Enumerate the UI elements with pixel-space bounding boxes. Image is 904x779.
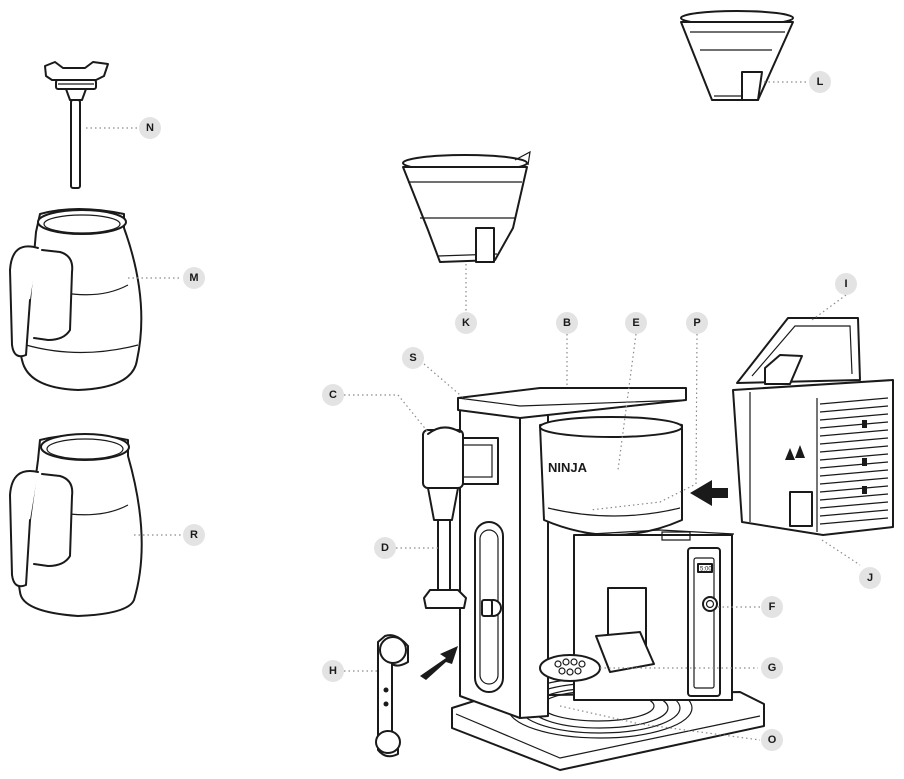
label-d: D: [374, 537, 396, 559]
label-s: S: [402, 347, 424, 369]
water-reservoir: [732, 317, 894, 536]
leader-lines: [86, 81, 861, 741]
label-h: H: [322, 660, 344, 682]
label-r: R: [183, 524, 205, 546]
svg-text:D: D: [381, 542, 389, 554]
frother-arrow: [420, 646, 458, 680]
svg-text:E: E: [632, 317, 639, 329]
label-m: M: [183, 267, 205, 289]
svg-text:F: F: [769, 601, 776, 613]
reservoir-arrow: [690, 480, 728, 506]
pod-holder-holes: [554, 658, 586, 676]
svg-text:J: J: [867, 572, 873, 584]
label-b: B: [556, 312, 578, 334]
label-o: O: [761, 729, 783, 751]
measuring-scoop: [375, 634, 409, 758]
label-j: J: [859, 567, 881, 589]
label-p: P: [686, 312, 708, 334]
svg-text:L: L: [817, 76, 824, 88]
label-k: K: [455, 312, 477, 334]
label-n: N: [139, 117, 161, 139]
label-g: G: [761, 657, 783, 679]
svg-text:B: B: [563, 317, 571, 329]
svg-text:M: M: [189, 272, 198, 284]
svg-text:N: N: [146, 122, 154, 134]
large-brew-basket: [402, 150, 531, 263]
svg-text:C: C: [329, 389, 337, 401]
glass-carafe: [9, 208, 143, 391]
side-frother: [422, 426, 499, 609]
frother-whisk: [44, 61, 109, 189]
svg-text:I: I: [844, 278, 847, 290]
label-f: F: [761, 596, 783, 618]
svg-text:R: R: [190, 529, 198, 541]
label-l: L: [809, 71, 831, 93]
svg-text:H: H: [329, 665, 337, 677]
svg-text:K: K: [462, 317, 470, 329]
label-i: I: [835, 273, 857, 295]
label-c: C: [322, 384, 344, 406]
label-e: E: [625, 312, 647, 334]
svg-text:S: S: [409, 352, 416, 364]
display-text: 5:00: [700, 567, 712, 573]
reservoir-ribs: [819, 397, 889, 525]
svg-text:G: G: [768, 662, 777, 674]
brand-logo: NINJA: [548, 460, 588, 475]
second-carafe: [9, 433, 143, 617]
svg-text:P: P: [693, 317, 700, 329]
svg-text:O: O: [768, 734, 777, 746]
coffee-maker: NINJA 5:00: [451, 387, 765, 771]
small-brew-basket: [680, 10, 794, 101]
